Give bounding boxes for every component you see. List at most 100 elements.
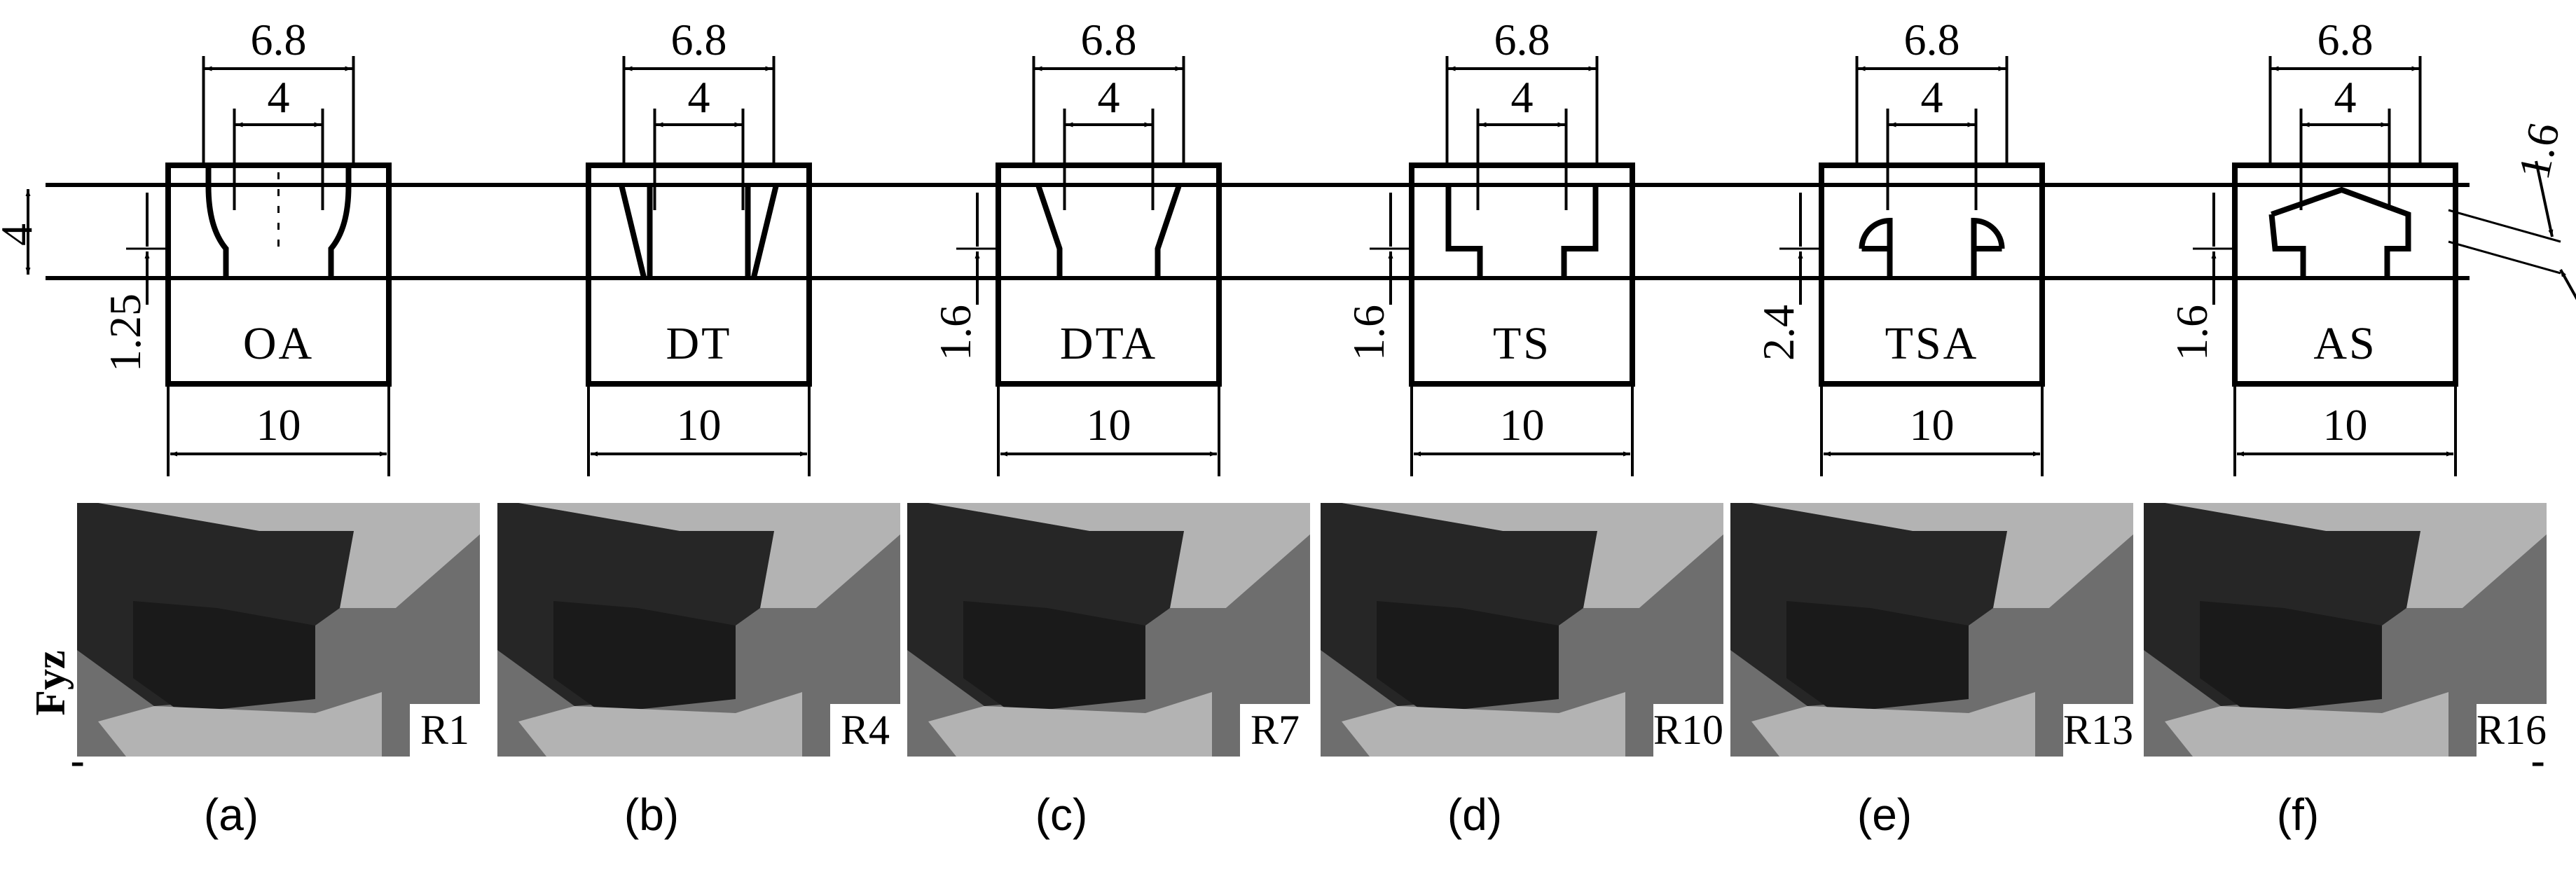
baseline-tick-right: -	[2530, 736, 2545, 786]
render-top-face	[518, 503, 900, 608]
joint-type-label: TS	[1493, 318, 1551, 369]
bottom-width-dimension: 10	[1500, 400, 1545, 450]
render-pocket	[1786, 601, 1969, 713]
panel-caption: (a)	[204, 789, 259, 840]
render-view: R13	[1730, 503, 2133, 757]
global-height-dimension: 4	[0, 189, 41, 275]
render-side-face	[2035, 534, 2133, 757]
bottom-width-dimension: 10	[677, 400, 722, 450]
render-label: R7	[1251, 707, 1300, 753]
top-inner-dimension: 4	[1098, 72, 1120, 122]
render-label: R1	[420, 707, 469, 753]
left-height-dimension: 1.6	[930, 305, 980, 361]
cross-section-drawing: 6.8 4OA 1.25 10	[100, 15, 392, 476]
render-view: R7	[907, 503, 1310, 757]
render-label-box	[2063, 704, 2133, 757]
render-label: R13	[2063, 707, 2133, 753]
joint-type-label: AS	[2313, 318, 2376, 369]
render-pocket	[963, 601, 1145, 713]
render-side-face	[382, 534, 480, 757]
render-pocket	[2200, 601, 2382, 713]
top-outer-dimension: 6.8	[1494, 15, 1550, 64]
panel-caption: (d)	[1447, 789, 1502, 840]
side-label: Fyz	[27, 650, 74, 715]
render-view: R10	[1321, 503, 1723, 757]
render-view: R4	[497, 503, 900, 757]
render-label-box	[1653, 704, 1723, 757]
render-bottom-face	[1751, 692, 2035, 757]
joint-profile	[1859, 217, 2005, 279]
baseline-tick-left: -	[70, 736, 85, 786]
angled-dimension: 1.6	[2509, 118, 2569, 184]
render-bottom-face	[98, 692, 382, 757]
left-height-dimension: 1.6	[1344, 305, 1393, 361]
global-height-value: 4	[0, 223, 41, 246]
joint-type-label: TSA	[1885, 318, 1979, 369]
render-bottom-face	[2165, 692, 2448, 757]
outer-box	[1409, 163, 1635, 387]
render-label-box	[410, 704, 480, 757]
render-label: R16	[2477, 707, 2547, 753]
top-outer-dimension: 6.8	[2317, 15, 2374, 64]
render-side-face	[802, 534, 900, 757]
render-side-face	[2448, 534, 2547, 757]
bottom-width-dimension: 10	[1087, 400, 1131, 450]
render-top-face	[1751, 503, 2133, 608]
top-outer-dimension: 6.8	[671, 15, 727, 64]
render-top-face	[2165, 503, 2547, 608]
panel-caption: (b)	[624, 789, 679, 840]
left-height-dimension: 1.25	[100, 294, 150, 372]
top-inner-dimension: 4	[1511, 72, 1534, 122]
render-top-face	[1342, 503, 1723, 608]
render-label: R4	[841, 707, 890, 753]
joint-type-label: OA	[243, 318, 314, 369]
cross-section-drawing: 6.8 4TS 1.6 10	[1344, 15, 1635, 476]
render-bottom-face	[1342, 692, 1625, 757]
render-view: R16	[2144, 503, 2547, 757]
joint-profile	[205, 165, 352, 279]
render-label: R10	[1653, 707, 1723, 753]
top-inner-dimension: 4	[2334, 72, 2357, 122]
bottom-width-dimension: 10	[1910, 400, 1955, 450]
joint-profile	[1035, 185, 1182, 279]
joint-profile	[1445, 186, 1599, 279]
top-inner-dimension: 4	[688, 72, 710, 122]
render-pocket	[133, 601, 315, 713]
render-side-face	[1212, 534, 1310, 757]
bottom-width-dimension: 10	[256, 400, 301, 450]
panel-caption: (e)	[1857, 789, 1912, 840]
joint-profile	[2268, 186, 2411, 279]
top-outer-dimension: 6.8	[251, 15, 307, 64]
render-pocket	[553, 601, 736, 713]
joint-profile	[619, 186, 779, 279]
outer-box	[1819, 163, 2045, 387]
top-outer-dimension: 6.8	[1081, 15, 1137, 64]
render-view: R1	[77, 503, 480, 757]
joint-type-label: DTA	[1060, 318, 1157, 369]
render-label-box	[1240, 704, 1310, 757]
render-top-face	[928, 503, 1310, 608]
panel-caption: (c)	[1035, 789, 1088, 840]
render-top-face	[98, 503, 480, 608]
left-height-dimension: 1.6	[2167, 305, 2217, 361]
outer-box	[586, 163, 812, 387]
top-outer-dimension: 6.8	[1904, 15, 1960, 64]
render-label-box	[2477, 704, 2547, 757]
render-pocket	[1377, 601, 1559, 713]
left-height-dimension: 2.4	[1754, 305, 1803, 361]
render-bottom-face	[518, 692, 802, 757]
joint-type-label: DT	[666, 318, 732, 369]
cross-section-drawing: 6.8 4AS 1.6 10 1.6	[2167, 15, 2576, 476]
outer-box	[2232, 163, 2458, 387]
top-inner-dimension: 4	[268, 72, 290, 122]
bottom-width-dimension: 10	[2323, 400, 2368, 450]
panel-caption: (f)	[2277, 789, 2319, 840]
